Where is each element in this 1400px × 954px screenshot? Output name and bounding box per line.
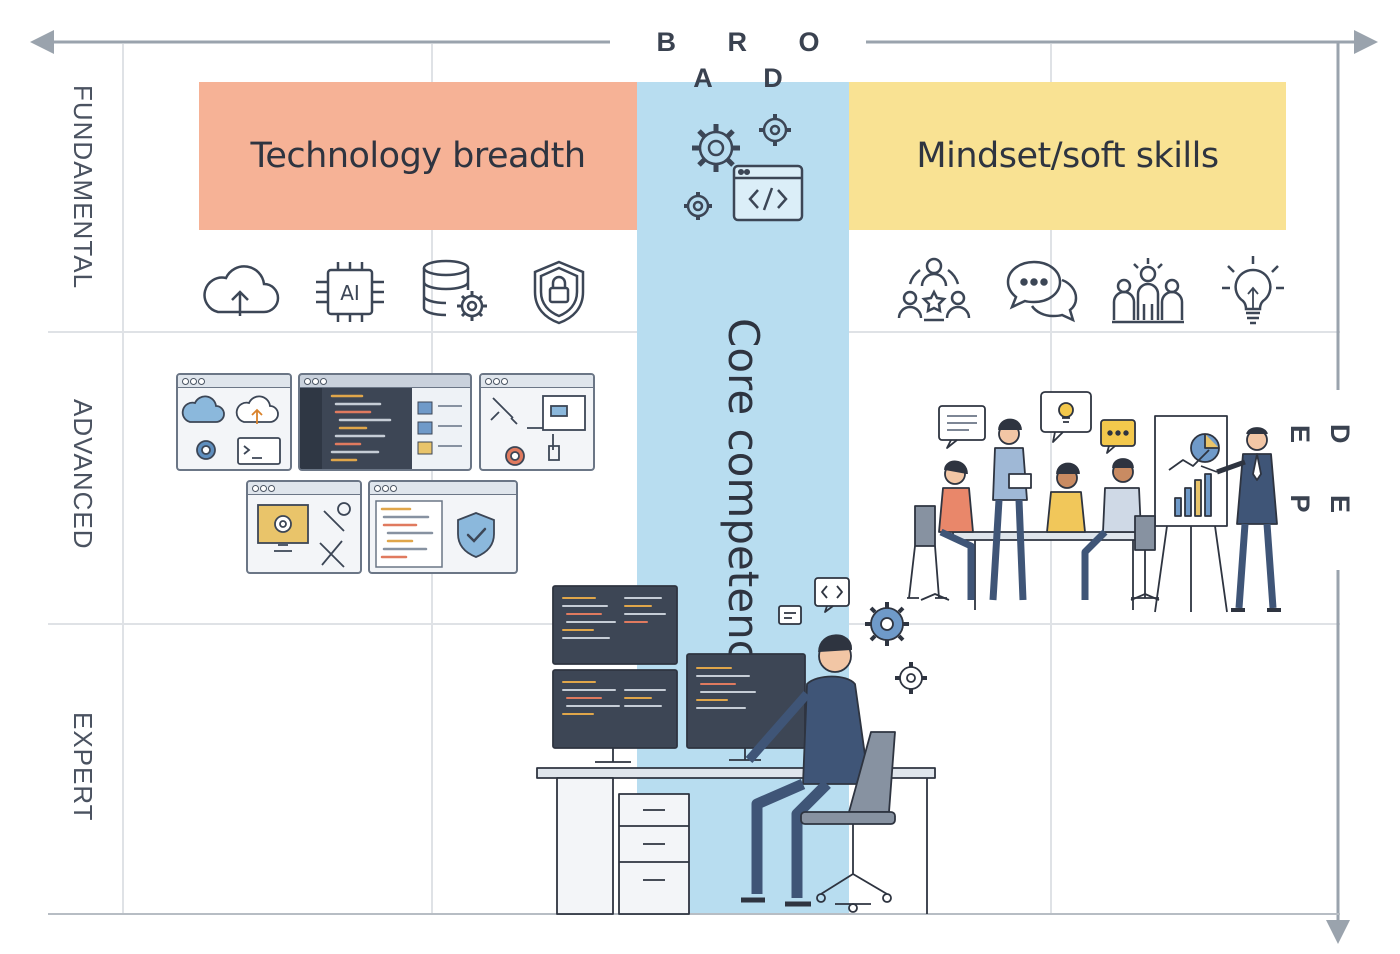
grid-line [1050,44,1052,914]
team-meeting-illustration [905,388,1300,620]
secure-code-window [368,480,518,574]
settings-monitor-window [246,480,362,574]
technology-breadth-banner: Technology breadth [199,82,637,230]
shield-lock-icon [528,258,590,326]
cloud-upload-icon [198,262,280,318]
gears-code-window-icon [680,110,806,226]
core-competency-label: Core competency [719,318,768,688]
system-design-window [479,373,595,471]
mindset-soft-skills-banner: Mindset/soft skills [849,82,1286,230]
chat-bubbles-icon [1004,258,1080,324]
row-label-expert: EXPERT [68,712,98,822]
lightbulb-icon [1220,254,1286,326]
axis-title-deep: D E E P [1285,390,1360,570]
axis-title-broad: B R O A D [610,24,866,93]
team-star-icon [896,256,972,324]
grid-line [122,44,124,914]
cloud-dashboard-window [176,373,292,471]
database-gear-icon [420,258,492,326]
code-editor-window [298,373,472,471]
team-growth-icon [1110,256,1186,326]
row-label-advanced: ADVANCED [68,398,98,550]
row-label-fundamental: FUNDAMENTAL [68,84,98,290]
ai-chip-icon: AI [312,258,388,326]
ai-chip-text: AI [340,281,360,305]
developer-workstation-illustration [535,572,943,918]
grid-line [431,44,433,914]
